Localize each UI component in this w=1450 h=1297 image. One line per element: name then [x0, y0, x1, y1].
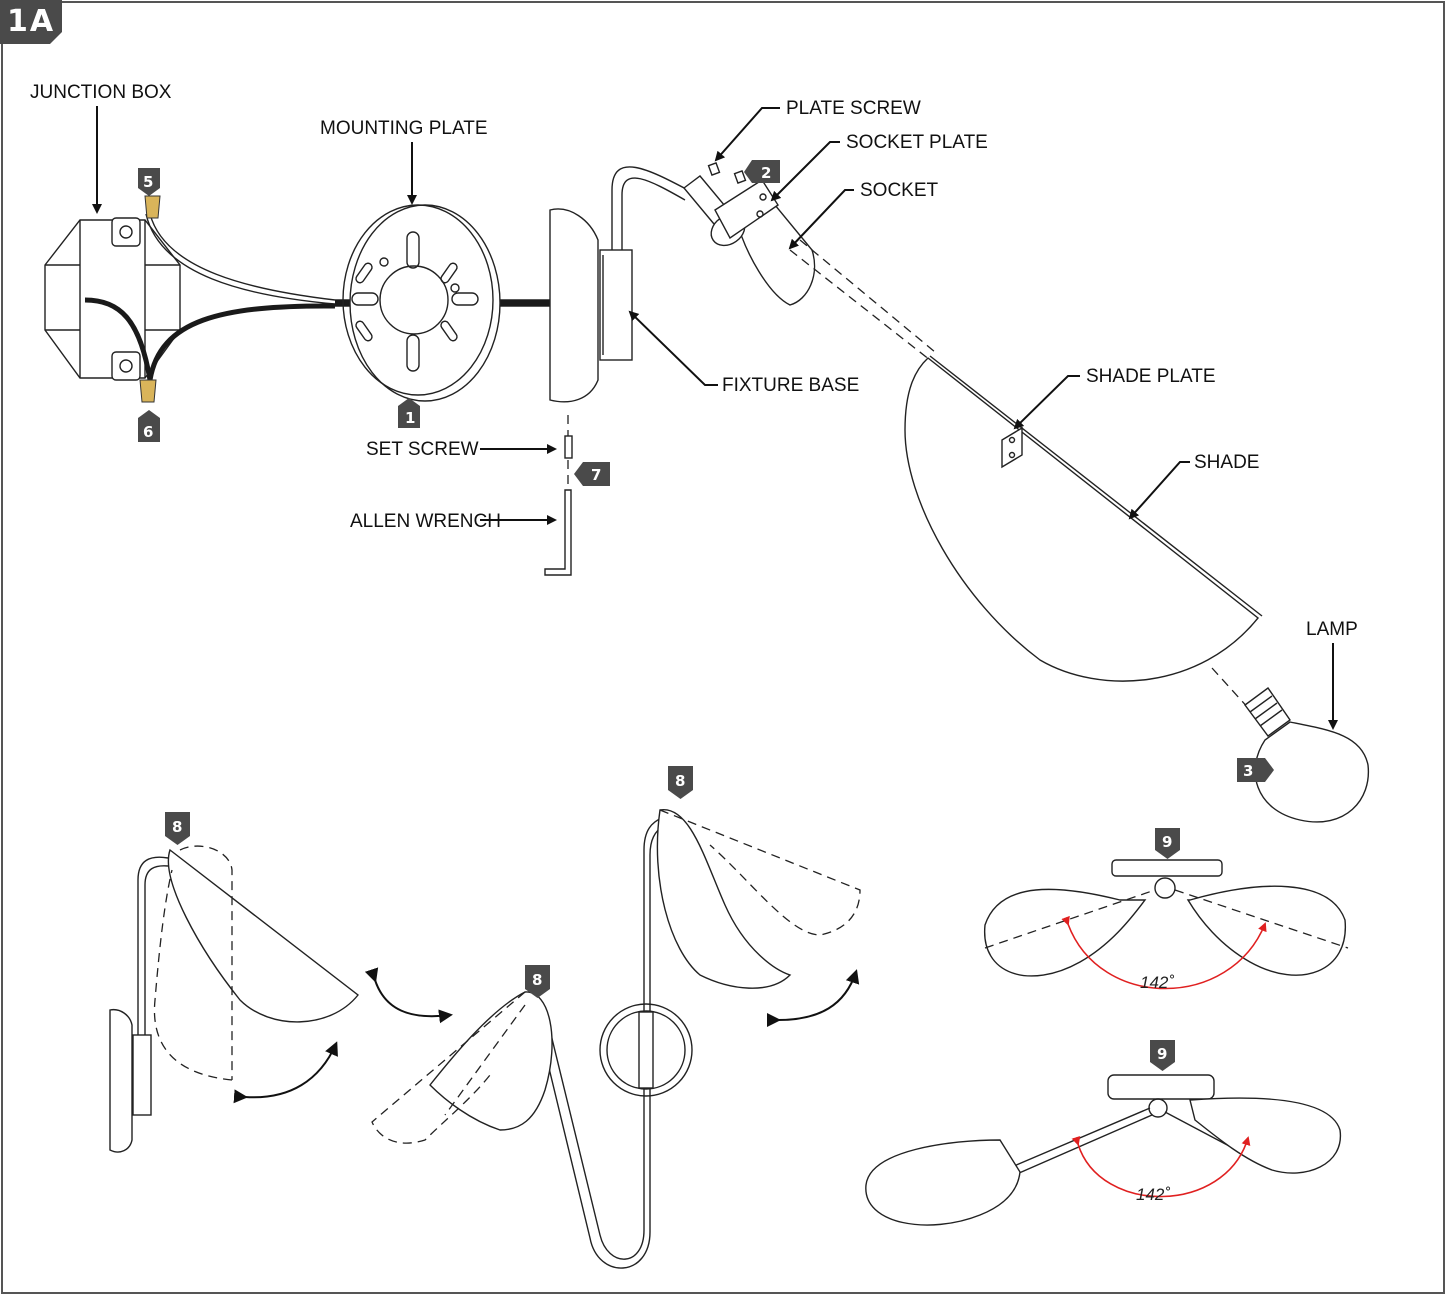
label-socket-plate: SOCKET PLATE — [846, 132, 988, 153]
step-9-top-text: 9 — [1162, 833, 1172, 851]
label-plate-screw: PLATE SCREW — [786, 98, 921, 119]
step-badge-8-left: 8 — [165, 812, 190, 845]
pointer-fixture-base — [628, 310, 718, 386]
pointer-plate-screw — [714, 107, 780, 162]
step-badge-1: 1 — [398, 398, 420, 428]
step-6-text: 6 — [143, 423, 153, 441]
label-fixture-base: FIXTURE BASE — [722, 375, 859, 396]
step-7-text: 7 — [591, 466, 601, 484]
angle-label-bottom: 142˚ — [1136, 1185, 1170, 1204]
step-8-middle-text: 8 — [532, 971, 542, 989]
wire-nut-top — [144, 195, 161, 219]
label-set-screw: SET SCREW — [366, 439, 479, 460]
fixture-base — [549, 166, 689, 403]
step-1-text: 1 — [405, 409, 415, 427]
step-badge-8-top: 8 — [668, 766, 693, 799]
socket-axis-2 — [799, 239, 936, 353]
top-view-lower — [865, 1074, 1341, 1226]
step-5-text: 5 — [143, 173, 153, 191]
step-badge-8-middle: 8 — [525, 965, 550, 998]
pointer-socket-plate — [770, 141, 840, 202]
allen-wrench — [544, 489, 572, 576]
step-3-text: 3 — [1243, 762, 1253, 780]
lamp-axis — [1211, 667, 1251, 711]
step-9-bottom-text: 9 — [1157, 1045, 1167, 1063]
step-8-left-text: 8 — [172, 818, 182, 836]
set-screw — [564, 435, 573, 459]
figure-badge: 1A — [0, 0, 62, 44]
pointer-shade-plate — [1013, 375, 1080, 430]
label-shade: SHADE — [1194, 452, 1259, 473]
step-badge-9-top: 9 — [1155, 828, 1180, 859]
shade — [904, 355, 1263, 682]
wire-nut-bottom — [139, 379, 157, 403]
label-lamp: LAMP — [1306, 619, 1358, 640]
socket-assembly — [682, 162, 816, 306]
lamp-bulb — [1244, 687, 1370, 823]
pointer-shade — [1128, 461, 1190, 520]
step-badge-5: 5 — [138, 168, 160, 196]
pointer-socket — [788, 189, 854, 250]
angle-label-top: 142˚ — [1140, 973, 1174, 992]
middle-view-fixture — [364, 809, 861, 1269]
mounting-plate — [342, 204, 501, 402]
step-8-top-text: 8 — [675, 772, 685, 790]
label-mounting-plate: MOUNTING PLATE — [320, 118, 488, 139]
label-socket: SOCKET — [860, 180, 939, 201]
label-shade-plate: SHADE PLATE — [1086, 366, 1216, 387]
side-view-fixture — [109, 845, 359, 1153]
label-junction-box: JUNCTION BOX — [30, 82, 172, 103]
step-badge-9-bottom: 9 — [1150, 1040, 1175, 1071]
step-badge-7: 7 — [574, 462, 610, 486]
label-allen-wrench: ALLEN WRENCH — [350, 511, 501, 532]
top-view-upper — [984, 859, 1349, 990]
step-badge-3: 3 — [1237, 758, 1274, 782]
step-2-text: 2 — [761, 164, 771, 182]
step-badge-2: 2 — [744, 160, 780, 183]
step-badge-6: 6 — [138, 410, 160, 442]
